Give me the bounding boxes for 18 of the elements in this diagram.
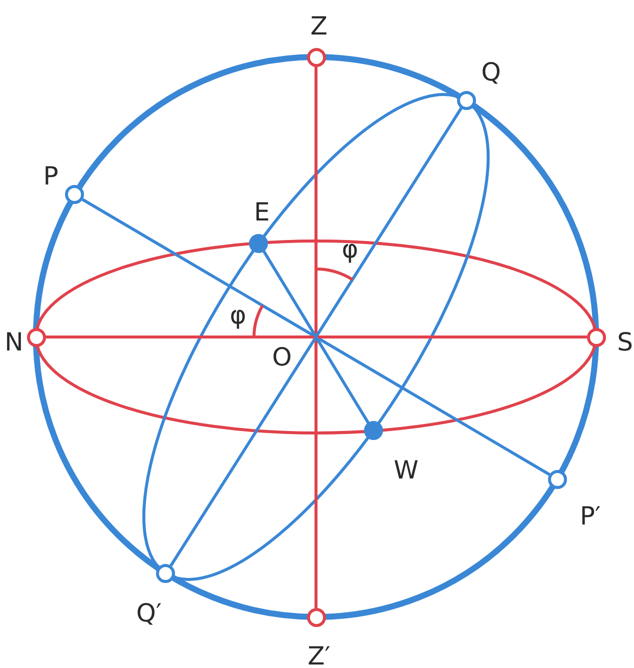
diameter-line <box>262 250 370 424</box>
point-label: E <box>254 200 270 225</box>
diameter-line <box>314 66 318 608</box>
center-label: O <box>272 344 292 370</box>
angle-label: φ <box>230 302 246 328</box>
point-label: Z′ <box>308 644 330 668</box>
point-label: N <box>4 330 24 354</box>
point-label: S <box>617 330 633 354</box>
angle-label: φ <box>342 236 358 262</box>
diameter-line <box>82 198 550 476</box>
point-label: P′ <box>580 504 601 529</box>
point-label: P <box>43 163 58 188</box>
diameter-line <box>45 336 587 338</box>
point-label: W <box>394 457 418 482</box>
point-label: Z <box>310 14 328 38</box>
diameter-line <box>170 107 462 567</box>
point-label: Q′ <box>136 600 162 626</box>
point-label: Q <box>481 59 501 84</box>
